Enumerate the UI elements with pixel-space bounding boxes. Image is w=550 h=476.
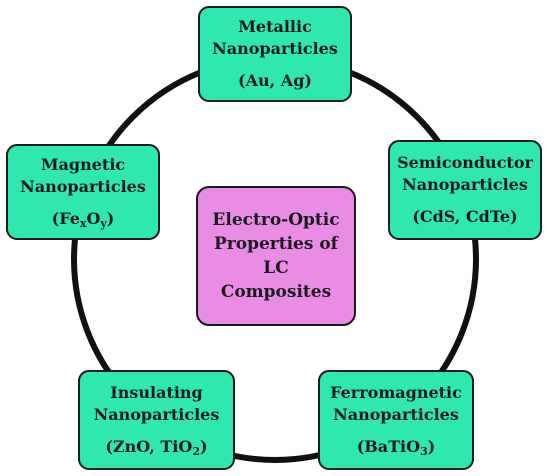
- node-insulating-nanoparticles: Insulating Nanoparticles (ZnO, TiO2): [78, 370, 235, 470]
- magnetic-formula-sub-x: x: [79, 217, 87, 230]
- node-semiconductor-nanoparticles: Semiconductor Nanoparticles (CdS, CdTe): [388, 140, 542, 240]
- metallic-formula: (Au, Ag): [238, 71, 312, 90]
- center-node-electro-optic-properties: Electro-Optic Properties of LC Composite…: [196, 186, 356, 326]
- magnetic-formula-fe: (Fe: [51, 209, 80, 228]
- insulating-formula-sub: 2: [192, 445, 201, 458]
- center-line-3: LC: [263, 258, 289, 278]
- insulating-formula: (ZnO, TiO2): [105, 436, 207, 458]
- center-line-2: Properties of: [213, 234, 338, 254]
- semiconductor-title: Semiconductor: [397, 153, 533, 172]
- ferromagnetic-title: Ferromagnetic: [330, 383, 462, 402]
- metallic-subtitle: Nanoparticles: [212, 39, 338, 58]
- magnetic-formula: (FexOy): [52, 208, 115, 230]
- ferromagnetic-subtitle: Nanoparticles: [333, 405, 459, 424]
- ferromagnetic-formula-sub: 3: [420, 445, 428, 458]
- ferromagnetic-formula-end: ): [427, 437, 436, 456]
- insulating-title: Insulating: [110, 383, 203, 402]
- magnetic-formula-sub-y: y: [100, 217, 107, 230]
- insulating-formula-main: (ZnO, TiO: [105, 437, 193, 456]
- node-metallic-nanoparticles: Metallic Nanoparticles (Au, Ag): [198, 6, 352, 102]
- center-line-4: Composites: [220, 282, 332, 302]
- magnetic-title: Magnetic: [40, 155, 126, 174]
- metallic-title: Metallic: [238, 17, 312, 36]
- center-line-1: Electro-Optic: [212, 210, 340, 230]
- insulating-formula-end: ): [200, 437, 208, 456]
- semiconductor-subtitle: Nanoparticles: [402, 175, 528, 194]
- ferromagnetic-formula: (BaTiO3): [357, 436, 436, 458]
- node-ferromagnetic-nanoparticles: Ferromagnetic Nanoparticles (BaTiO3): [318, 370, 474, 470]
- magnetic-subtitle: Nanoparticles: [20, 177, 146, 196]
- ferromagnetic-formula-main: (BaTiO: [356, 437, 421, 456]
- insulating-subtitle: Nanoparticles: [93, 405, 220, 424]
- magnetic-formula-end: ): [106, 209, 115, 228]
- magnetic-formula-o: O: [86, 209, 101, 228]
- semiconductor-formula: (CdS, CdTe): [412, 207, 518, 226]
- node-magnetic-nanoparticles: Magnetic Nanoparticles (FexOy): [6, 144, 160, 240]
